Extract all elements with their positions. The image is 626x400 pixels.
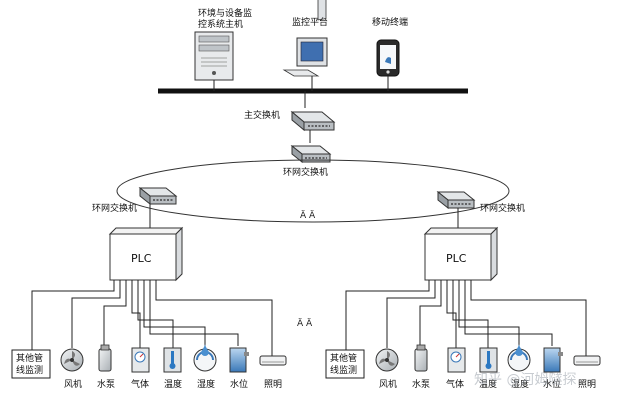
right-humidity-icon bbox=[507, 344, 531, 372]
right-pump-label: 水泵 bbox=[412, 378, 430, 390]
ring-switch-right-label: 环网交换机 bbox=[480, 202, 525, 214]
mobile-terminal-icon bbox=[376, 39, 400, 77]
right-temperature-icon bbox=[479, 347, 498, 373]
host-label-line2: 控系统主机 bbox=[198, 18, 243, 30]
left-lighting-label: 照明 bbox=[264, 379, 282, 390]
right-other-pipeline-box bbox=[325, 349, 365, 379]
left-pump-label: 水泵 bbox=[97, 378, 115, 390]
main-switch-icon bbox=[290, 110, 336, 132]
left-temperature-label: 温度 bbox=[164, 378, 182, 390]
left-pump-icon bbox=[98, 344, 112, 372]
right-water-level-icon bbox=[543, 347, 563, 373]
ring-switch-left-icon bbox=[138, 186, 178, 206]
left-other-line1: 其他管 bbox=[16, 352, 43, 364]
right-pump-icon bbox=[414, 344, 428, 372]
right-other-line1: 其他管 bbox=[330, 352, 357, 364]
left-lighting-icon bbox=[259, 355, 287, 366]
ring-mark-top: Ä Ä bbox=[300, 210, 316, 221]
monitoring-platform-icon bbox=[282, 0, 328, 77]
right-lighting-label: 照明 bbox=[578, 379, 596, 390]
plc-right-box bbox=[423, 226, 499, 282]
host-server-icon bbox=[194, 31, 234, 81]
left-water-level-icon bbox=[229, 347, 249, 373]
left-gas-sensor-icon bbox=[131, 347, 150, 373]
right-fan-icon bbox=[375, 348, 399, 372]
plc-left-label: PLC bbox=[131, 252, 152, 265]
left-humidity-icon bbox=[193, 344, 217, 372]
left-water-level-label: 水位 bbox=[230, 378, 248, 390]
ring-network-ellipse bbox=[116, 159, 510, 223]
left-fan-label: 风机 bbox=[64, 378, 82, 390]
left-humidity-label: 湿度 bbox=[197, 378, 215, 390]
platform-label: 监控平台 bbox=[292, 16, 328, 28]
right-gas-label: 气体 bbox=[446, 378, 464, 390]
plc-left-box bbox=[108, 226, 184, 282]
left-gas-label: 气体 bbox=[131, 378, 149, 390]
right-lighting-icon bbox=[573, 355, 601, 366]
watermark-text: 知乎 @河姆隧探 bbox=[474, 371, 576, 388]
left-sensor-wiring bbox=[31, 280, 273, 356]
right-sensor-wiring bbox=[345, 280, 587, 356]
ring-switch-center-label: 环网交换机 bbox=[283, 166, 328, 178]
right-other-line2: 线监测 bbox=[330, 364, 357, 376]
right-humidity-label: 湿度 bbox=[511, 378, 529, 390]
left-temperature-icon bbox=[163, 347, 182, 373]
right-gas-sensor-icon bbox=[447, 347, 466, 373]
right-water-level-label: 水位 bbox=[543, 378, 561, 390]
ring-switch-right-icon bbox=[436, 190, 476, 210]
mobile-label: 移动终端 bbox=[372, 16, 408, 28]
right-fan-label: 风机 bbox=[379, 378, 397, 390]
ring-mark-middle: Ä Ä bbox=[297, 318, 313, 329]
right-temperature-label: 温度 bbox=[479, 378, 497, 390]
left-fan-icon bbox=[60, 348, 84, 372]
main-switch-label: 主交换机 bbox=[244, 109, 280, 121]
plc-right-label: PLC bbox=[446, 252, 467, 265]
left-other-pipeline-box bbox=[11, 349, 51, 379]
host-label-line1: 环境与设备监 bbox=[198, 7, 252, 19]
left-other-line2: 线监测 bbox=[16, 364, 43, 376]
ring-switch-left-label: 环网交换机 bbox=[92, 202, 137, 214]
